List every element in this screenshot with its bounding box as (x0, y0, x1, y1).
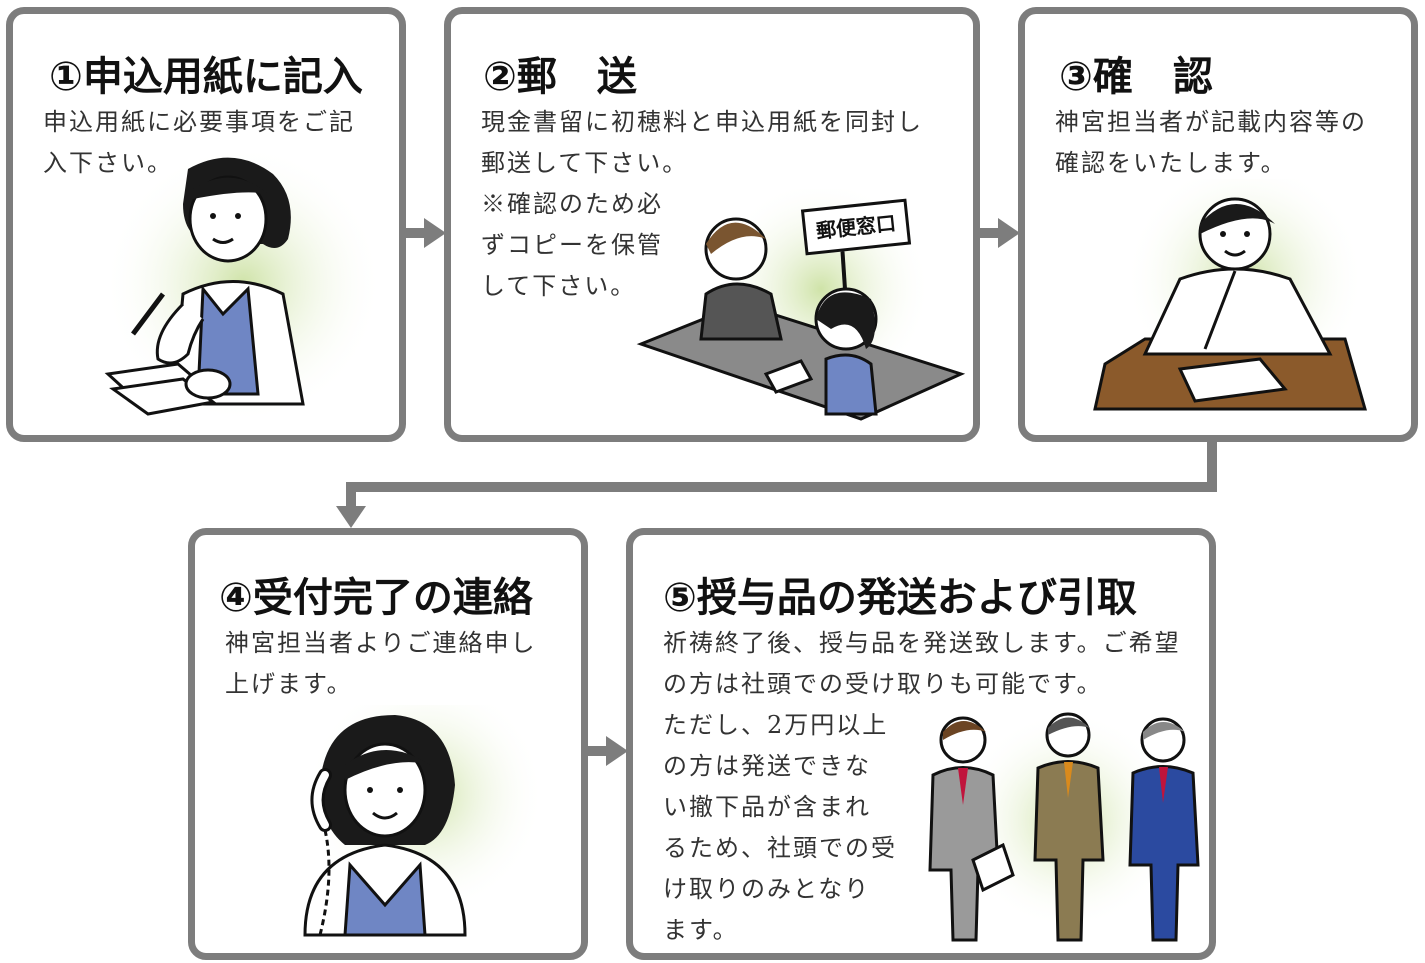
woman-writing-illustration (103, 144, 383, 424)
connector-3-to-4-vertical (1207, 442, 1217, 490)
step-5-text-line-2: の方は社頭での受け取りも可能です。 (663, 670, 1103, 698)
step-4-text-line-1: 神宮担当者よりご連絡申し (225, 629, 537, 657)
step-2-text-line-1: 現金書留に初穂料と申込用紙を同封し (481, 108, 923, 136)
three-men-illustration (928, 710, 1200, 942)
connector-3-to-4-horizontal (346, 482, 1217, 492)
priest-reviewing-illustration (1093, 179, 1367, 411)
post-office-sign-label: 郵便窓口 (814, 210, 898, 244)
step-5-box: ⑤授与品の発送および引取 祈祷終了後、授与品を発送致します。ご希望 の方は社頭で… (626, 528, 1216, 960)
step-2-note-line-1: ※確認のため必 (481, 190, 663, 218)
step-5-note-line-2: の方は発送できな (663, 752, 871, 780)
step-4-text-line-2: 上げます。 (225, 670, 353, 698)
step-1-box: ①申込用紙に記入 申込用紙に必要事項をご記 入下さい。 (6, 7, 406, 442)
arrow-1-to-2 (406, 228, 428, 238)
step-1-text-line-2: 入下さい。 (43, 149, 173, 177)
woman-on-phone-illustration (303, 705, 545, 937)
step-2-note-line-3: して下さい。 (481, 272, 637, 300)
step-5-note-line-6: ます。 (663, 916, 739, 944)
step-4-title: ④受付完了の連絡 (219, 575, 533, 621)
step-5-note-line-3: い撤下品が含まれ (663, 793, 871, 821)
step-3-text-line-2: 確認をいたします。 (1055, 149, 1287, 177)
step-1-text-line-1: 申込用紙に必要事項をご記 (43, 108, 355, 136)
step-5-text-line-1: 祈祷終了後、授与品を発送致します。ご希望 (663, 629, 1181, 657)
arrow-head-down-icon (336, 506, 366, 528)
step-3-text-line-1: 神宮担当者が記載内容等の (1055, 108, 1367, 136)
step-5-note-line-5: け取りのみとなり (663, 875, 871, 903)
arrow-2-to-3 (980, 228, 1002, 238)
step-2-title: ②郵 送 (483, 54, 637, 100)
step-1-title: ①申込用紙に記入 (49, 54, 363, 100)
connector-3-to-4-down (346, 482, 356, 510)
post-office-counter-illustration (636, 189, 966, 421)
step-2-box: ②郵 送 現金書留に初穂料と申込用紙を同封し 郵送して下さい。 ※確認のため必 … (444, 7, 980, 442)
step-5-note-line-4: るため、社頭での受 (663, 834, 897, 862)
arrow-head-right-icon (998, 218, 1020, 248)
step-2-text-line-2: 郵送して下さい。 (481, 149, 689, 177)
step-3-box: ③確 認 神宮担当者が記載内容等の 確認をいたします。 (1018, 7, 1418, 442)
step-4-box: ④受付完了の連絡 神宮担当者よりご連絡申し 上げます。 (188, 528, 588, 960)
step-5-title: ⑤授与品の発送および引取 (663, 575, 1137, 621)
arrow-head-right-icon (424, 218, 446, 248)
step-2-note-line-2: ずコピーを保管 (481, 231, 663, 259)
arrow-4-to-5 (588, 746, 610, 756)
step-3-title: ③確 認 (1059, 54, 1213, 100)
step-5-note-line-1: ただし、2万円以上 (663, 711, 889, 739)
arrow-head-right-icon (606, 736, 628, 766)
